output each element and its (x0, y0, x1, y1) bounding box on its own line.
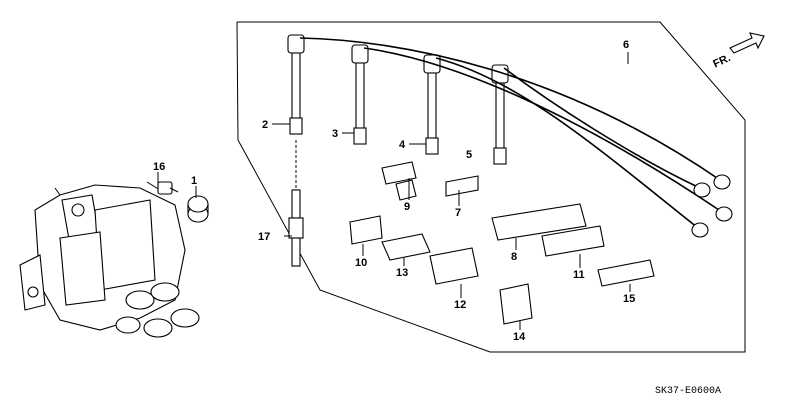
part-10-holder (349, 215, 383, 245)
callout-16: 16 (153, 161, 165, 173)
diagram-code: SK37-E0600A (655, 386, 721, 397)
boot-4 (423, 54, 441, 155)
callout-8: 8 (511, 251, 517, 263)
part-16-bolt (146, 181, 179, 195)
callout-7: 7 (455, 207, 461, 219)
boot-2 (287, 34, 305, 135)
direction-label: FR. (711, 52, 732, 70)
part-13-holder (381, 233, 431, 261)
callout-9: 9 (404, 201, 410, 213)
callout-3: 3 (332, 128, 338, 140)
part-9-holder (381, 161, 417, 201)
wire-set-boundary (236, 21, 746, 353)
part-8-holder (491, 203, 587, 241)
leader-lines (272, 52, 631, 330)
callout-17: 17 (258, 231, 270, 243)
callout-12: 12 (454, 299, 466, 311)
callout-4: 4 (399, 139, 406, 151)
part-14-holder (499, 283, 533, 325)
distributor-assembly (19, 184, 200, 338)
callout-10: 10 (355, 257, 367, 269)
boot-5 (491, 64, 509, 165)
callout-13: 13 (396, 267, 408, 279)
part-1-cap (187, 195, 209, 223)
callout-6: 6 (623, 39, 629, 51)
boot-3 (351, 44, 369, 145)
part-11-holder (541, 225, 605, 257)
callout-11: 11 (573, 269, 585, 281)
part-17-spark-plug (288, 140, 304, 267)
callout-1: 1 (191, 175, 197, 187)
callout-5: 5 (466, 149, 472, 161)
part-7-clip (445, 175, 479, 197)
part-12-holder (429, 247, 479, 285)
part-6-wire-set (299, 37, 733, 238)
front-direction-indicator (729, 32, 765, 54)
callout-15: 15 (623, 293, 635, 305)
part-15-holder (597, 259, 655, 287)
callout-2: 2 (262, 119, 268, 131)
callout-14: 14 (513, 331, 526, 343)
